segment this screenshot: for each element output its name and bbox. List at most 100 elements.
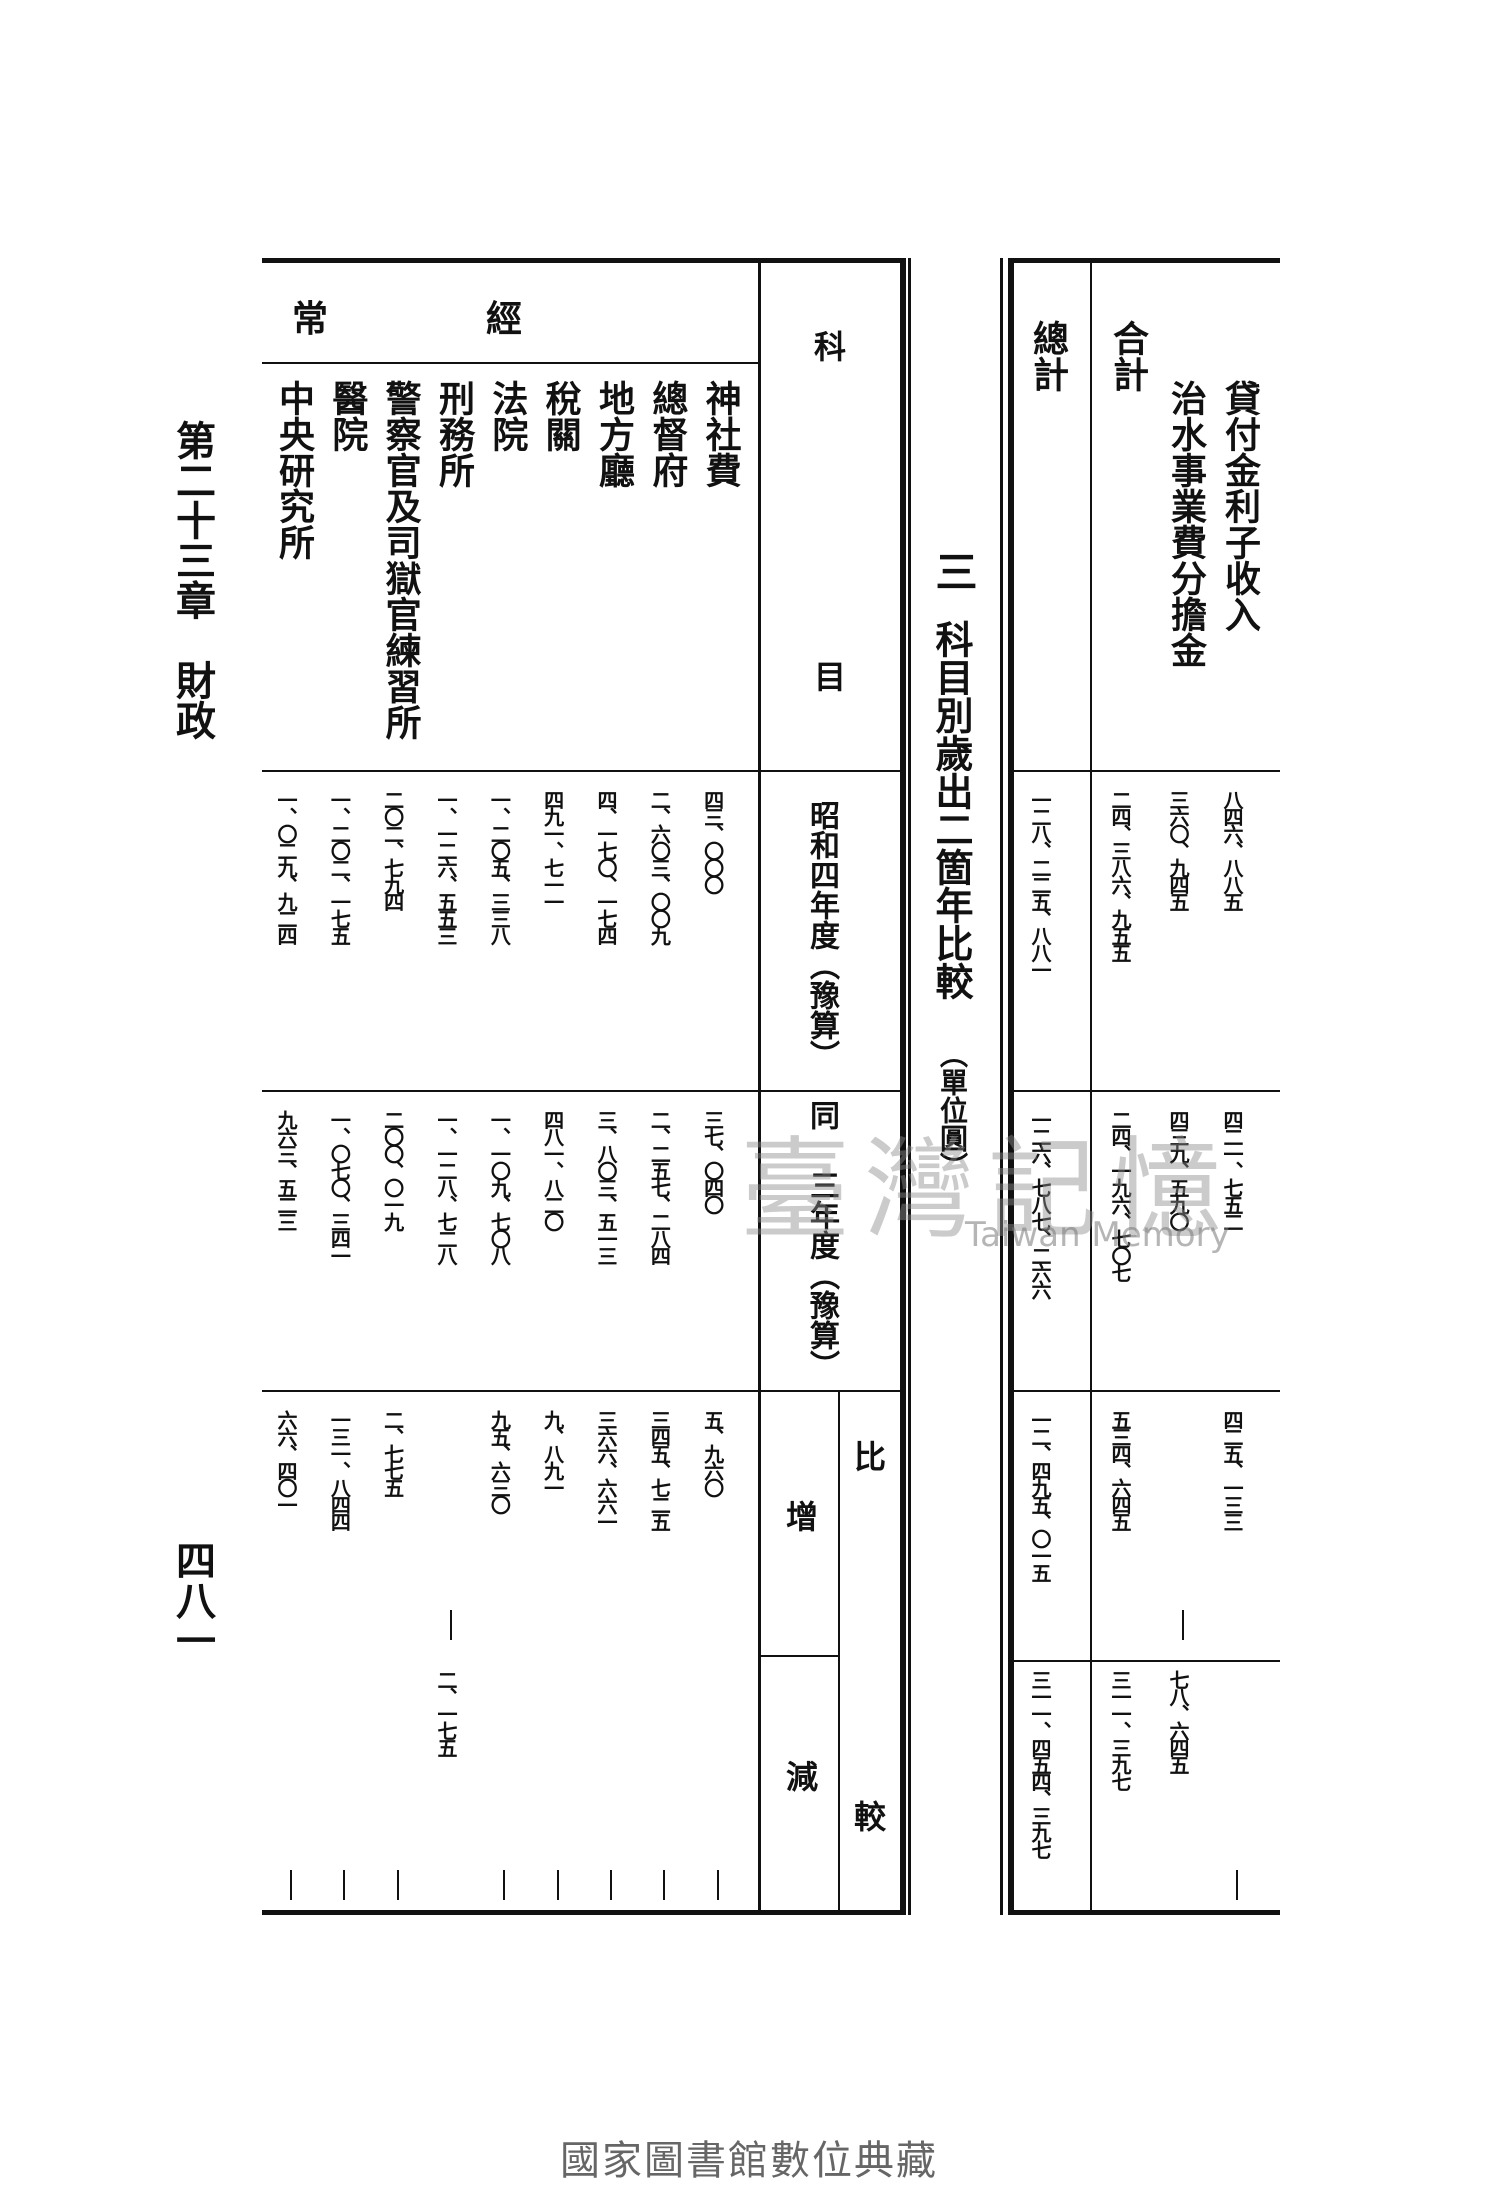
cont-row-value-1928: 四三九、五九〇 bbox=[1166, 1110, 1190, 1229]
cont-row-subject: 總計 bbox=[1027, 320, 1069, 392]
row-value-1929: 一、一二六、五五三 bbox=[434, 790, 458, 943]
row-value-increase: 一三一、八四四 bbox=[327, 1410, 352, 1529]
cont-top-rule bbox=[1008, 258, 1280, 263]
cont-row-value-1929: 二四、三八六、九五五 bbox=[1108, 790, 1132, 960]
band-rule-2 bbox=[262, 1090, 902, 1092]
cont-row-value-1929: 一二八、二二五、八八一 bbox=[1028, 790, 1052, 977]
row-decrease-dash bbox=[556, 1870, 559, 1900]
row-value-1928: 三、八〇三、五一三 bbox=[594, 1110, 618, 1263]
row-decrease-dash bbox=[610, 1870, 612, 1900]
title-left-rule bbox=[908, 258, 911, 1915]
row-value-1928: 二、二五七、二八四 bbox=[647, 1110, 672, 1263]
row-value-1928: 三七、〇四〇 bbox=[700, 1110, 725, 1212]
cont-row-increase-dash bbox=[1182, 1610, 1184, 1640]
page-number: 四八一 bbox=[169, 1540, 216, 1660]
cont-row-value-increase: 一二、四九五、〇一五 bbox=[1028, 1410, 1052, 1580]
row-value-increase: 六六、四〇一 bbox=[274, 1410, 298, 1512]
header-decrease: 減 bbox=[781, 1760, 819, 1792]
header-compare-b: 較 bbox=[849, 1800, 887, 1832]
cont-bottom-rule bbox=[1008, 1910, 1280, 1915]
cont-row-value-decrease: 三一一、四五四、三九七 bbox=[1028, 1670, 1052, 1857]
row-subject: 總督府 bbox=[646, 380, 689, 488]
cont-row-value-increase: 五三四、六四五 bbox=[1108, 1410, 1132, 1529]
row-decrease-dash bbox=[663, 1870, 666, 1900]
row-decrease-dash bbox=[716, 1870, 719, 1900]
cont-row-value-1928: 二四、一九六、七〇七 bbox=[1108, 1110, 1132, 1280]
section-number: 三 bbox=[929, 550, 978, 592]
row-value-1929: 二、六〇三、〇〇九 bbox=[647, 790, 672, 943]
section-unit: （單位圓） bbox=[936, 1040, 969, 1180]
row-value-increase: 九、八九一 bbox=[540, 1410, 565, 1495]
watermark-caption: Taiwan Memory bbox=[965, 1215, 1230, 1255]
header-compare-a: 比 bbox=[849, 1440, 887, 1472]
table-top-rule bbox=[262, 258, 902, 263]
cont-row-value-1928: 一二六、七八七、二六六 bbox=[1028, 1110, 1052, 1297]
cont-row-subject: 合計 bbox=[1107, 320, 1149, 392]
cont-band-2 bbox=[1012, 1090, 1280, 1092]
cont-row-value-1929: 八四六、八八五 bbox=[1220, 790, 1244, 909]
row-value-1929: 一、二〇二、一七五 bbox=[327, 790, 352, 943]
cont-band-3 bbox=[1012, 1390, 1280, 1392]
cont-row-subject: 貸付金利子收入 bbox=[1219, 380, 1261, 632]
row-value-increase: 三六六、六六一 bbox=[594, 1410, 618, 1529]
cont-row-value-1928: 四二一、七五二 bbox=[1220, 1110, 1244, 1229]
row-subject: 刑務所 bbox=[433, 380, 475, 488]
row-decrease-dash bbox=[290, 1870, 292, 1900]
title-right-rule bbox=[1000, 258, 1003, 1915]
footer-collection: 國家圖書館數位典藏 bbox=[560, 2138, 938, 2184]
header-col-1929: 昭和四年度（豫算） bbox=[804, 800, 839, 1070]
chapter-topic: 財政 bbox=[169, 660, 216, 740]
row-value-1929: 二〇二、七九四 bbox=[380, 790, 405, 909]
row-increase-dash bbox=[450, 1610, 452, 1640]
row-subject: 地方廳 bbox=[593, 380, 635, 488]
cont-row-subject: 治水事業費分擔金 bbox=[1165, 380, 1207, 668]
row-value-1929: 四三、〇〇〇 bbox=[700, 790, 725, 892]
row-value-1928: 二〇〇、〇一九 bbox=[380, 1110, 405, 1229]
table-bottom-rule bbox=[262, 1910, 902, 1915]
section-title: 科目別歲出二箇年比較 bbox=[929, 620, 974, 1000]
row-value-1928: 四八一、八二〇 bbox=[540, 1110, 565, 1229]
row-value-1928: 一、一二八、七二八 bbox=[434, 1110, 458, 1263]
category-label-a: 經 bbox=[486, 298, 523, 340]
cont-total-rule bbox=[1090, 258, 1092, 1915]
row-value-decrease: 二、一七五 bbox=[434, 1670, 458, 1755]
row-value-increase: 五、九六〇 bbox=[700, 1410, 725, 1495]
header-subject: 科 bbox=[809, 330, 847, 362]
table-right-rule bbox=[900, 258, 906, 1915]
cont-row-decrease-dash bbox=[1236, 1870, 1238, 1900]
cont-row-value-1929: 三六〇、九四五 bbox=[1166, 790, 1190, 909]
row-value-1928: 一、〇七〇、三四一 bbox=[327, 1110, 352, 1263]
chapter-heading: 第二十三章財政 bbox=[169, 420, 216, 740]
watermark-logo: 臺灣記憶 bbox=[740, 1126, 1236, 1254]
category-rule bbox=[262, 362, 758, 364]
row-value-1928: 九六三、五二三 bbox=[274, 1110, 298, 1229]
band-rule-5 bbox=[758, 1655, 838, 1657]
header-col-1928-b: 三年度（豫算） bbox=[804, 1170, 839, 1380]
band-rule-3 bbox=[262, 1390, 902, 1392]
cont-left-rule bbox=[1008, 258, 1014, 1915]
cont-row-value-decrease: 七八、六四五 bbox=[1166, 1670, 1190, 1772]
row-value-increase: 三四五、七二五 bbox=[647, 1410, 672, 1529]
row-decrease-dash bbox=[503, 1870, 506, 1900]
row-value-1928: 一、一〇九、七〇八 bbox=[487, 1110, 512, 1263]
row-value-1929: 四九一、七一一 bbox=[540, 790, 565, 909]
row-subject: 法院 bbox=[486, 380, 529, 452]
compare-rule bbox=[838, 1392, 840, 1912]
row-value-increase: 二、七七五 bbox=[380, 1410, 405, 1495]
cont-row-value-increase: 四二五、一三三 bbox=[1220, 1410, 1244, 1529]
row-subject: 醫院 bbox=[326, 380, 369, 452]
row-subject: 神社費 bbox=[699, 380, 742, 488]
row-value-1929: 一、〇二九、九二四 bbox=[274, 790, 298, 943]
row-subject: 警察官及司獄官練習所 bbox=[379, 380, 422, 740]
header-column-rule bbox=[758, 258, 761, 1915]
chapter-number: 第二十三章 bbox=[169, 420, 216, 620]
row-value-1929: 一、二〇五、三三八 bbox=[487, 790, 512, 943]
band-rule-1 bbox=[262, 770, 902, 772]
header-col-1928-a: 同 bbox=[804, 1100, 839, 1130]
row-value-increase: 九五、六三〇 bbox=[487, 1410, 512, 1512]
row-decrease-dash bbox=[396, 1870, 399, 1900]
row-subject: 中央研究所 bbox=[273, 380, 315, 560]
category-label-b: 常 bbox=[292, 298, 329, 340]
row-decrease-dash bbox=[343, 1870, 346, 1900]
row-value-1929: 四、一七〇、一七四 bbox=[594, 790, 618, 943]
